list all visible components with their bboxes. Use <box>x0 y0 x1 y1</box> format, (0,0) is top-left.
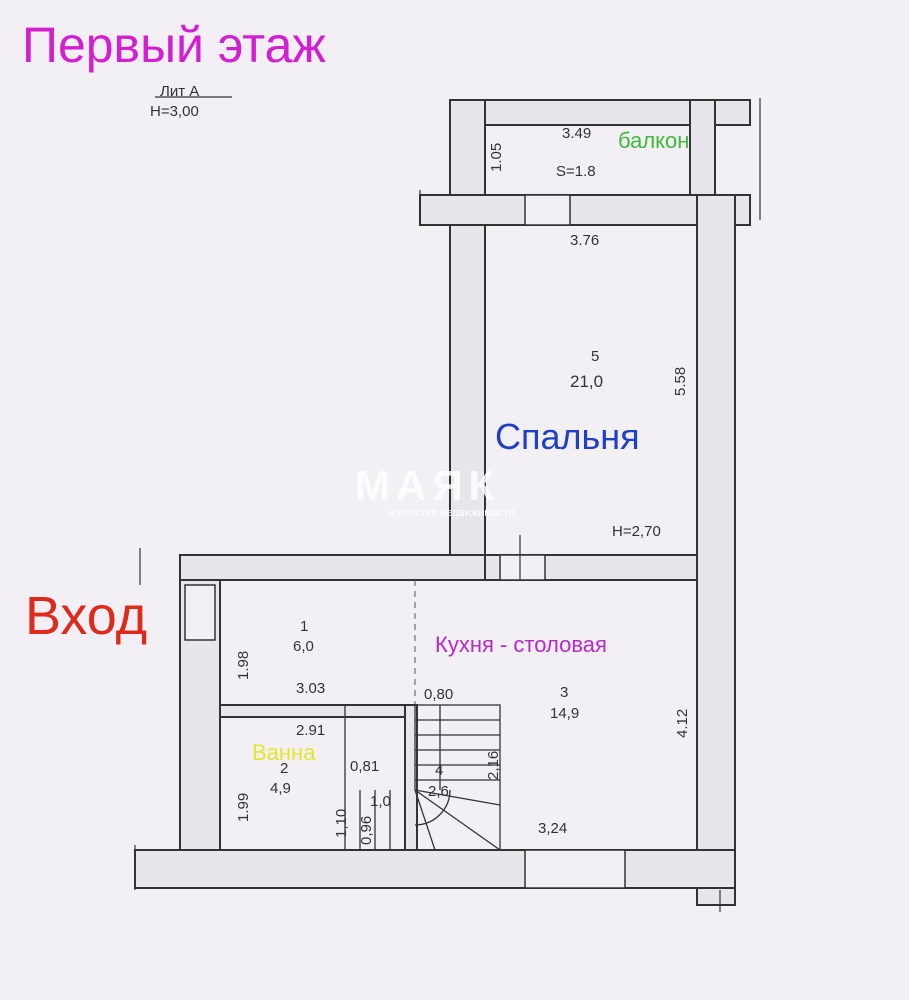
dim-bedroom-height: 5.58 <box>672 366 689 396</box>
room-3-area: 14,9 <box>550 705 580 722</box>
room-1-number: 1 <box>300 618 309 635</box>
lit-label: Лит А <box>160 83 200 100</box>
room-2-number: 2 <box>280 760 289 777</box>
room-5-area: 21,0 <box>570 372 604 391</box>
dim-bath-width: 2.91 <box>296 722 326 739</box>
room-2-area: 4,9 <box>270 780 291 797</box>
dim-balcony-height: 1.05 <box>488 142 505 172</box>
height-total: H=3,00 <box>150 103 199 120</box>
wall-entry-top <box>179 554 486 581</box>
watermark-sub: агентство недвижимости <box>388 507 515 519</box>
dim-balcony-width: 3.49 <box>562 125 592 142</box>
wall-bedroom-left <box>449 99 486 576</box>
wall-bottom <box>134 849 736 889</box>
dim-bedroom-width: 3.76 <box>570 232 600 249</box>
kitchen-label: Кухня - столовая <box>435 632 607 657</box>
stairs <box>344 704 501 851</box>
dim-stair-height: 2,16 <box>485 750 502 780</box>
room-3-number: 3 <box>560 684 569 701</box>
dim-kitchen-width: 3,24 <box>538 820 568 837</box>
stair-label-b: 2,6 <box>428 783 449 800</box>
stair-label-c: 1,0 <box>370 793 391 810</box>
height-bedroom: H=2,70 <box>612 523 661 540</box>
plan-title: Первый этаж <box>22 17 326 73</box>
wall-bath-top <box>219 704 416 718</box>
wall-balcony-right <box>689 99 716 196</box>
dim-room1-height: 1.98 <box>235 650 252 680</box>
entry-label: Вход <box>25 586 148 646</box>
room-1-area: 6,0 <box>293 638 314 655</box>
dim-bath-height: 1.99 <box>235 792 252 822</box>
dim-stair-width: 0,80 <box>424 686 454 703</box>
dim-room1-width: 3.03 <box>296 680 326 697</box>
dim-bath-step: 1,10 <box>333 808 350 838</box>
balcony-area: S=1.8 <box>556 163 596 180</box>
stair-label-a: 4 <box>435 762 444 779</box>
balcony-label: балкон <box>618 128 690 153</box>
wall-balcony-bedroom <box>419 194 751 226</box>
dim-stair-step: 0,96 <box>358 815 375 845</box>
dim-bath-niche: 0,81 <box>350 758 380 775</box>
dim-kitchen-height: 4.12 <box>674 708 691 738</box>
bath-label: Ванна <box>252 740 316 765</box>
room-5-number: 5 <box>591 348 600 365</box>
watermark-brand: МАЯК <box>355 462 501 509</box>
wall-right <box>696 194 736 906</box>
bedroom-label: Спальня <box>495 416 640 457</box>
